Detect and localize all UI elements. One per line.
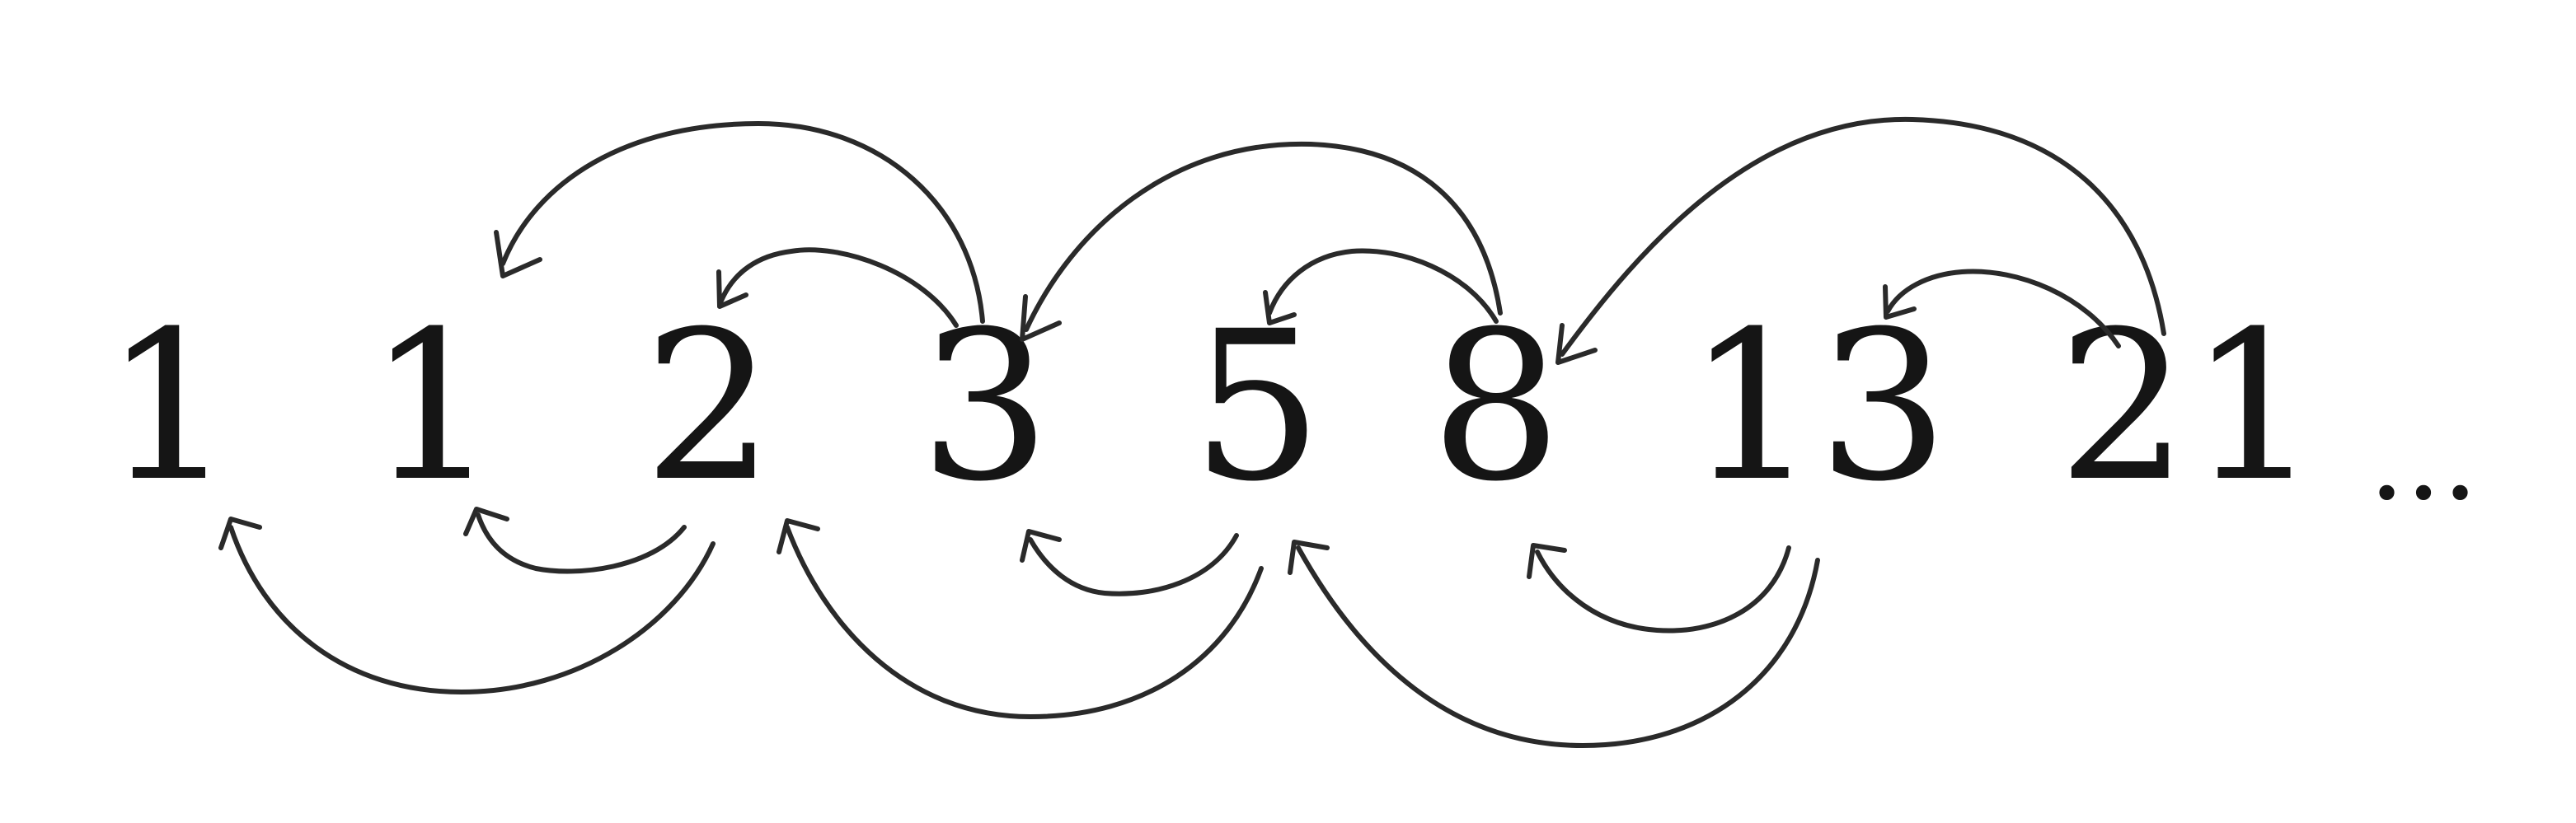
term-3: 2 <box>643 287 774 526</box>
arrowhead-3-to-2 <box>716 269 748 309</box>
arrow-8-to-3 <box>1024 141 1503 332</box>
arrowhead-8-to-3 <box>1020 294 1062 342</box>
arrow-3-to-2 <box>719 247 959 328</box>
arrow-3-to-1 <box>500 121 985 324</box>
arrow-2-to-1-long <box>228 525 716 694</box>
sequence-numbers: 1 1 2 3 5 8 13 21 ... <box>103 287 2478 526</box>
ellipsis: ... <box>2368 392 2479 526</box>
lower-arcs <box>218 507 1820 748</box>
arrow-8-to-5 <box>1267 248 1499 324</box>
term-6: 8 <box>1430 287 1561 526</box>
arrow-5-to-2 <box>785 525 1264 719</box>
term-2: 1 <box>367 287 498 526</box>
term-5: 5 <box>1191 287 1322 526</box>
arrowhead-21-to-8 <box>1555 323 1598 365</box>
arrowhead-5-to-3-short <box>1020 529 1062 563</box>
upper-arcs <box>494 116 2166 365</box>
arrow-21-to-8 <box>1560 116 2166 357</box>
arrowhead-3-to-1 <box>494 230 542 278</box>
arrow-13-to-8 <box>1535 545 1791 634</box>
term-1: 1 <box>103 287 234 526</box>
arrowhead-2-to-1-long <box>218 517 262 550</box>
arrowhead-8-to-5 <box>1263 290 1297 325</box>
arrow-2-to-1-short <box>476 512 687 574</box>
arrow-21-to-13 <box>1885 269 2121 348</box>
arrow-13-to-5 <box>1296 545 1820 748</box>
arrow-5-to-3-short <box>1028 533 1239 596</box>
arrowhead-2-to-1-short <box>463 507 509 536</box>
arrowhead-13-to-5 <box>1288 540 1330 575</box>
term-7: 13 <box>1687 287 1949 526</box>
arrowhead-21-to-13 <box>1883 284 1917 320</box>
arrowhead-5-to-2 <box>777 518 820 554</box>
arrowhead-13-to-8 <box>1527 543 1567 579</box>
